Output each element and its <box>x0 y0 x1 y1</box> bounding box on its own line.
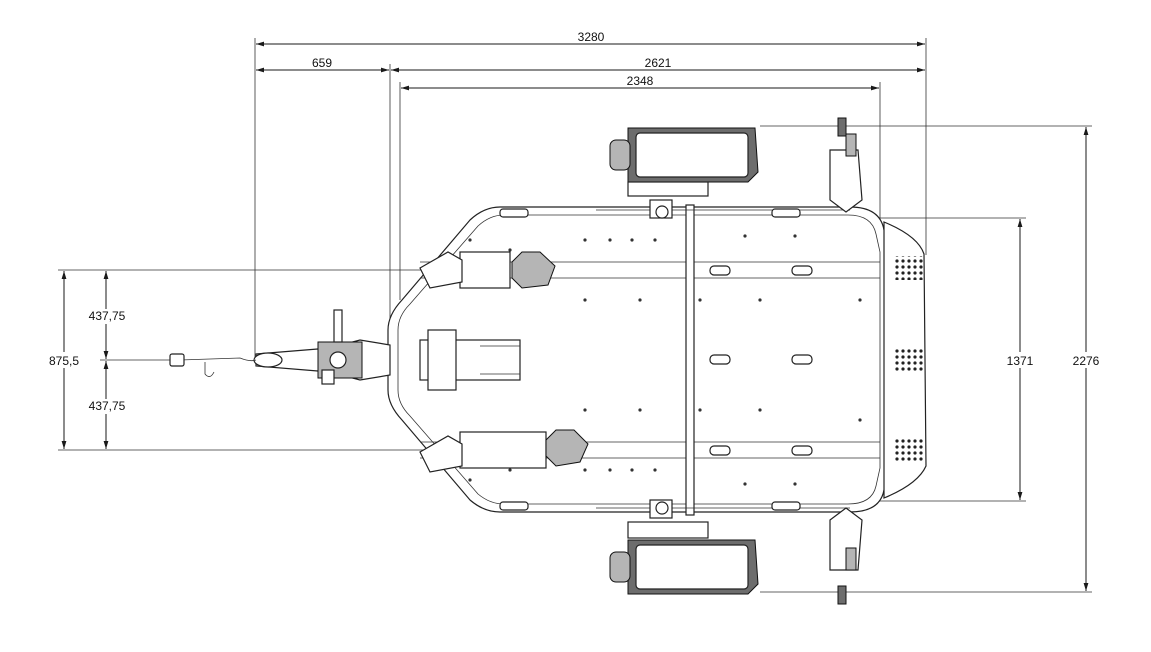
wheel-upper <box>609 127 759 219</box>
dimension-half-spacing-upper: 437,75 <box>86 271 128 359</box>
drawbar-hitch <box>169 309 391 385</box>
dimension-half-spacing-lower: 437,75 <box>86 361 128 449</box>
dimension-drawbar-length: 659 <box>256 56 391 320</box>
dimension-label-body-length: 2621 <box>645 56 672 70</box>
dimension-label-overall-width: 2276 <box>1073 354 1100 368</box>
tail-light-lower <box>829 507 863 605</box>
dimension-label-overall-length: 3280 <box>578 30 605 44</box>
dimension-body-length: 2621 <box>391 56 925 73</box>
dimension-frame-width: 1371 <box>880 217 1038 502</box>
dimension-overall-width: 2276 <box>760 125 1104 593</box>
trailer-frame <box>387 204 927 516</box>
perforation-bottom <box>893 438 923 462</box>
dimension-frame-length: 2348 <box>399 74 881 300</box>
dimension-label-half-spacing-lower: 437,75 <box>89 399 126 413</box>
tail-light-upper <box>829 117 863 213</box>
dimension-label-frame-width: 1371 <box>1007 354 1034 368</box>
perforation-top <box>893 256 923 280</box>
dimension-overall-length: 3280 <box>254 30 927 360</box>
dimension-label-rail-spacing: 875,5 <box>49 354 79 368</box>
dimension-label-drawbar-length: 659 <box>312 56 332 70</box>
dimension-label-half-spacing-upper: 437,75 <box>89 309 126 323</box>
bolt-holes <box>468 234 862 486</box>
dimension-label-frame-length: 2348 <box>627 74 654 88</box>
perforation-middle <box>893 348 923 372</box>
wheel-lower <box>609 499 759 595</box>
